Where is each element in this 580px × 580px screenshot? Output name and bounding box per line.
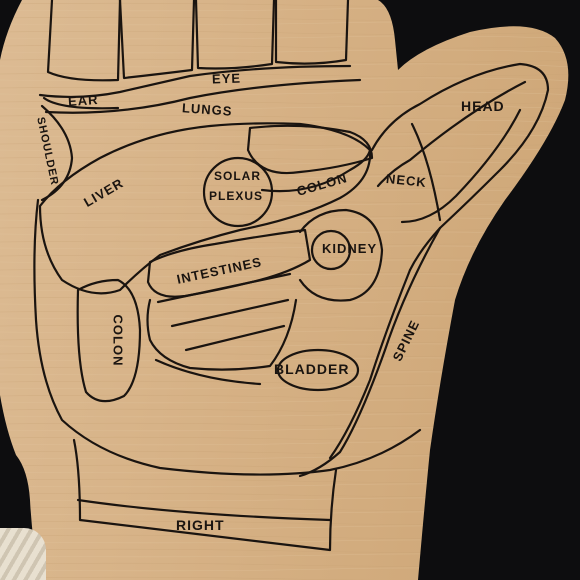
- label-kidney: KIDNEY: [322, 241, 378, 256]
- left-colon-zone: [76, 278, 142, 403]
- label-ear: EAR: [67, 91, 99, 110]
- label-bladder: BLADDER: [274, 361, 350, 377]
- finger-outline-3: [194, 0, 276, 70]
- label-plexus: PLEXUS: [209, 189, 264, 203]
- label-colon-left: COLON: [110, 314, 126, 367]
- thumb-outline: [370, 62, 550, 272]
- finger-outline-4: [274, 0, 350, 65]
- finger-outline-2: [118, 0, 196, 80]
- label-right: RIGHT: [176, 517, 225, 533]
- label-eye: EYE: [211, 70, 242, 87]
- liver-zone: [38, 122, 372, 295]
- label-lungs: LUNGS: [181, 100, 233, 119]
- solar-plexus-circle: [202, 156, 274, 228]
- kidney-circle: [310, 229, 352, 271]
- shoulder-zone: [40, 104, 74, 202]
- label-neck: NECK: [385, 170, 428, 191]
- finger-outline-1: [46, 0, 122, 82]
- spine-line-inner: [328, 268, 412, 460]
- label-solar: SOLAR: [214, 169, 261, 183]
- label-head: HEAD: [461, 98, 505, 114]
- rope-handle: [0, 528, 46, 580]
- bladder-ellipse: [276, 348, 360, 392]
- spine-line-outer: [298, 226, 442, 478]
